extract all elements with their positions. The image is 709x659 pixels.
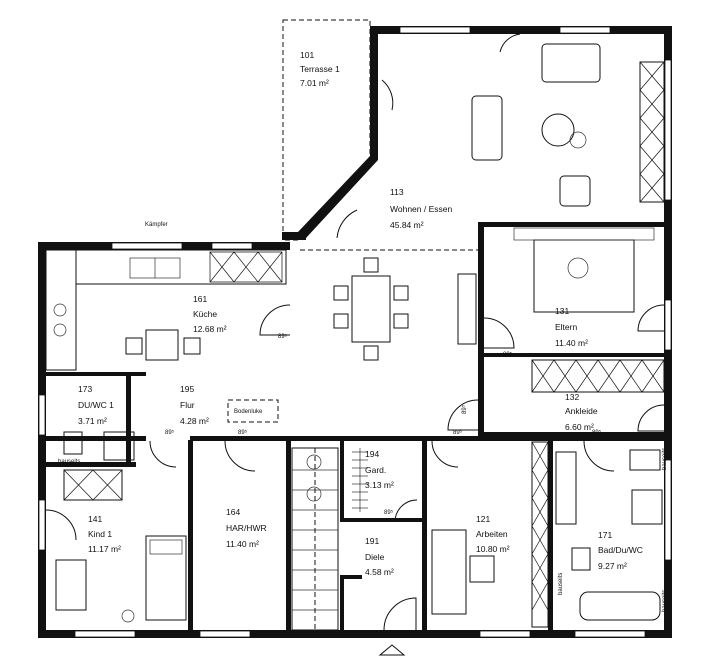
garderobe-rail	[352, 448, 368, 512]
svg-text:Kind 1: Kind 1	[88, 529, 112, 539]
note-bauseits-1: bauseits	[58, 459, 80, 465]
wardrobe-kind	[63, 469, 123, 501]
svg-text:11.40 m²: 11.40 m²	[555, 338, 588, 348]
door-dim-kueche: 89⁵	[278, 333, 288, 340]
svg-text:4.58 m²: 4.58 m²	[365, 567, 394, 577]
shelves-arbeiten	[531, 441, 577, 628]
svg-text:171: 171	[598, 530, 612, 540]
note-bauseits-2: bauseits	[558, 573, 564, 595]
svg-text:Wohnen / Essen: Wohnen / Essen	[390, 204, 452, 214]
room-label-arbeiten: 121 Arbeiten 10.80 m²	[476, 514, 510, 554]
svg-text:Ankleide: Ankleide	[565, 406, 598, 416]
bathroom-fixtures	[63, 431, 663, 621]
door-dim-flur-2: 89⁵	[238, 429, 248, 436]
interior-walls	[46, 222, 668, 632]
svg-text:45.84 m²: 45.84 m²	[390, 220, 424, 230]
room-label-harhwr: 164 HAR/HWR 11.40 m²	[226, 507, 267, 549]
svg-text:Gard.: Gard.	[365, 465, 386, 475]
exterior-walls	[38, 26, 672, 638]
room-label-kind: 141 Kind 1 11.17 m²	[88, 514, 121, 554]
door-dim-gard: 89⁵	[384, 509, 394, 516]
svg-text:11.17 m²: 11.17 m²	[88, 544, 121, 554]
room-label-flur: 195 Flur 4.28 m²	[180, 384, 209, 426]
door-dim-eltern: 89⁵	[503, 351, 513, 358]
svg-text:113: 113	[390, 187, 404, 197]
svg-text:101: 101	[300, 50, 314, 60]
svg-text:11.40 m²: 11.40 m²	[226, 539, 259, 549]
room-label-terrasse: 101 Terrasse 1 7.01 m²	[300, 50, 340, 88]
desk-arbeiten	[431, 529, 495, 615]
note-bauseits-4: bauseits	[662, 590, 668, 612]
room-label-diele: 191 Diele 4.58 m²	[365, 536, 394, 577]
room-label-wohnen: 113 Wohnen / Essen 45.84 m²	[390, 187, 452, 230]
room-label-gard: 194 Gard. 3.13 m²	[365, 449, 394, 490]
svg-text:Eltern: Eltern	[555, 322, 577, 332]
door-dim-bad: 89⁵	[592, 429, 602, 436]
svg-text:3.13 m²: 3.13 m²	[365, 480, 394, 490]
svg-text:173: 173	[78, 384, 92, 394]
svg-text:9.27 m²: 9.27 m²	[598, 561, 627, 571]
svg-text:DU/WC 1: DU/WC 1	[78, 400, 114, 410]
svg-text:Terrasse 1: Terrasse 1	[300, 64, 340, 74]
svg-text:132: 132	[565, 392, 579, 402]
bed-eltern	[513, 227, 655, 313]
svg-text:6.60 m²: 6.60 m²	[565, 422, 594, 432]
svg-text:Bad/Du/WC: Bad/Du/WC	[598, 545, 643, 555]
svg-text:141: 141	[88, 514, 102, 524]
wardrobe-ankleide	[531, 359, 665, 393]
door-dim-ankleide: 89⁵	[461, 404, 468, 414]
note-kaempfer: Kämpfer	[145, 222, 168, 228]
note-bodenluke: Bodenluke	[234, 409, 263, 415]
svg-text:121: 121	[476, 514, 490, 524]
svg-text:194: 194	[365, 449, 379, 459]
kitchen-table	[125, 329, 201, 361]
svg-text:3.71 m²: 3.71 m²	[78, 416, 107, 426]
note-bauseits-3: bauseits	[662, 448, 668, 470]
svg-text:161: 161	[193, 294, 207, 304]
staircase	[291, 447, 339, 631]
bed-kind	[55, 535, 187, 623]
room-label-bad: 171 Bad/Du/WC 9.27 m²	[598, 530, 643, 571]
svg-text:195: 195	[180, 384, 194, 394]
door-dim-arbeiten: 89⁵	[453, 429, 463, 436]
entrance-arrow	[378, 644, 406, 656]
windows	[38, 26, 672, 638]
svg-text:10.80 m²: 10.80 m²	[476, 544, 510, 554]
svg-text:Diele: Diele	[365, 552, 385, 562]
room-label-kueche: 161 Küche 12.68 m²	[193, 294, 227, 334]
room-label-eltern: 131 Eltern 11.40 m²	[555, 306, 588, 348]
svg-text:HAR/HWR: HAR/HWR	[226, 523, 267, 533]
bodenluke-box	[227, 399, 279, 423]
door-swings	[45, 33, 665, 631]
svg-text:12.68 m²: 12.68 m²	[193, 324, 227, 334]
svg-text:Küche: Küche	[193, 309, 217, 319]
room-label-ankleide: 132 Ankleide 6.60 m²	[565, 392, 598, 432]
living-furniture	[471, 43, 665, 207]
dining-table	[333, 257, 477, 361]
room-label-duwc: 173 DU/WC 1 3.71 m²	[78, 384, 114, 426]
svg-text:Arbeiten: Arbeiten	[476, 529, 508, 539]
kitchen-counters	[45, 249, 287, 371]
svg-text:131: 131	[555, 306, 569, 316]
svg-text:7.01 m²: 7.01 m²	[300, 78, 329, 88]
door-dim-flur-1: 89⁵	[165, 429, 175, 436]
svg-text:4.28 m²: 4.28 m²	[180, 416, 209, 426]
svg-text:Flur: Flur	[180, 400, 195, 410]
svg-text:191: 191	[365, 536, 379, 546]
svg-text:164: 164	[226, 507, 240, 517]
